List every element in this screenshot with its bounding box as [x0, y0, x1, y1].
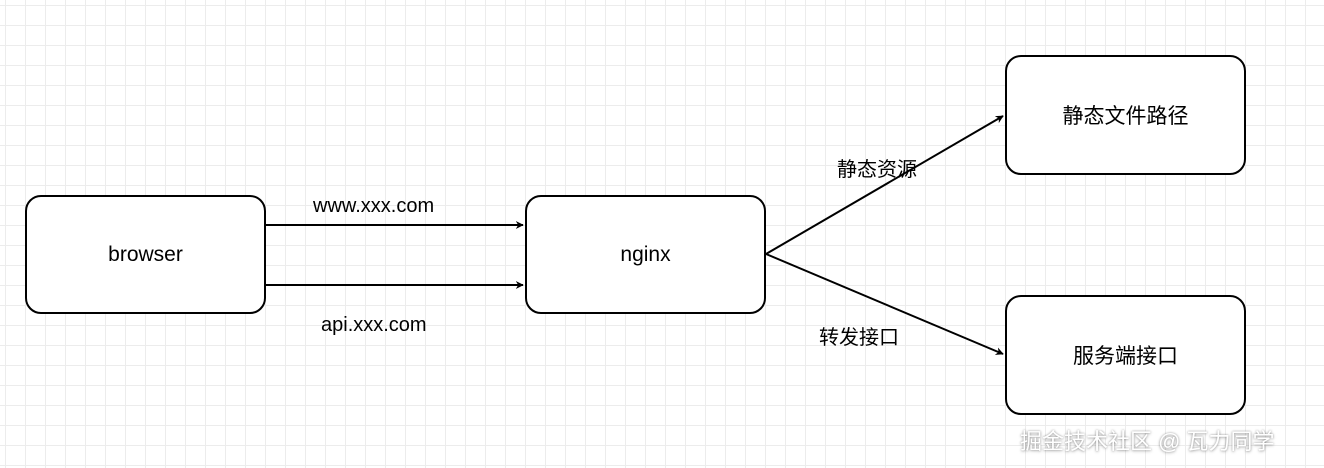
edge-nginx-service [765, 253, 1004, 355]
edge-label-static-resources: 静态资源 [837, 159, 917, 181]
service-api-node[interactable]: 服务端接口 [1005, 295, 1246, 415]
browser-node[interactable]: browser [25, 195, 266, 314]
nginx-node[interactable]: nginx [525, 195, 766, 314]
browser-node-label: browser [108, 242, 183, 266]
static-path-node-label: 静态文件路径 [1062, 105, 1189, 128]
service-api-node-label: 服务端接口 [1073, 345, 1178, 368]
static-path-node[interactable]: 静态文件路径 [1005, 55, 1246, 175]
edge-label-www: www.xxx.com [313, 195, 435, 217]
nginx-node-label: nginx [620, 242, 671, 266]
edge-nginx-static [765, 115, 1004, 255]
edge-label-forward-api: 转发接口 [819, 327, 899, 349]
watermark: 掘金技术社区 @ 瓦力同学 [1020, 429, 1275, 454]
edge-label-api: api.xxx.com [321, 314, 427, 336]
